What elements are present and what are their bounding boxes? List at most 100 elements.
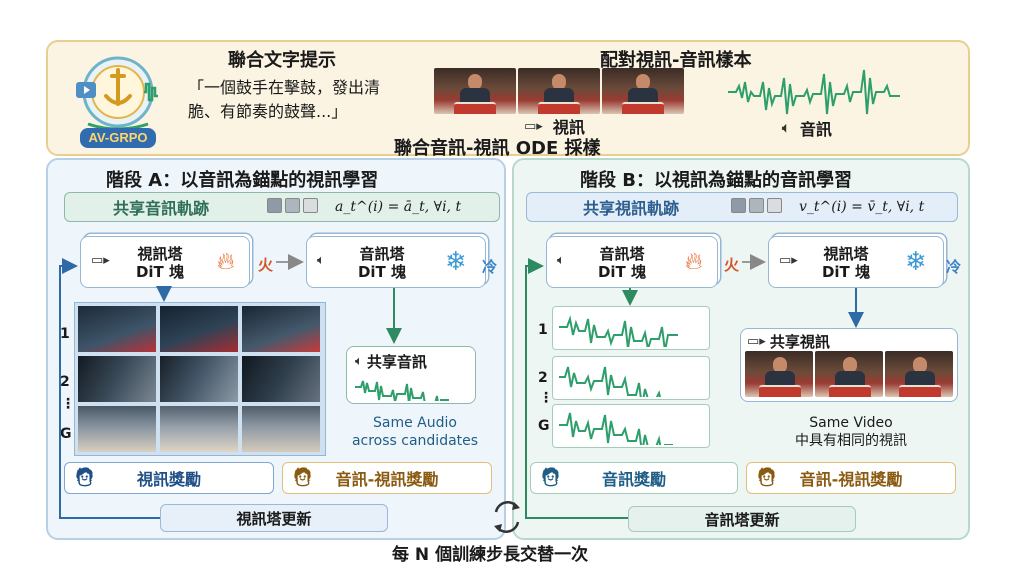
av-grpo-logo: AV-GRPO [58,48,178,152]
refresh-icon [494,501,520,533]
logo-text: AV-GRPO [88,130,148,145]
video-frame [885,351,953,397]
audio-candidate-g [552,404,710,456]
video-candidate-rows [78,306,324,454]
row-index: 1 [60,326,70,342]
shared-audio-box: 🔈︎ 共享音訊 [346,346,476,404]
video-tower-update-box: 視訊塔更新 [160,504,388,532]
video-frame [602,68,684,114]
video-clip [160,306,238,352]
video-clip [242,306,320,352]
video-icon: ▭▸ [747,334,766,349]
audio-tower-label: 音訊塔 DiT 塊 [597,245,647,281]
waveform-icon [728,69,900,115]
fire-icon: 🔥︎ [685,247,703,275]
av-reward-label: 音訊-視訊獎勵 [799,470,903,489]
shared-audio-trajectory: 共享音訊軌跡 a_t^(i) = ā_t, ∀i, t [64,192,500,222]
waveform-icon [355,380,449,401]
audio-icon: 🔈︎ [355,354,363,369]
video-icon: ▭▸ [779,253,798,268]
snowflake-icon: ❄ [445,247,467,277]
video-label-row: ▭▸ 視訊 [524,114,585,138]
stage-a-title: 階段 A：以音訊為錨點的視訊學習 [106,170,379,191]
audio-reward-label: 音訊獎勵 [601,470,666,489]
video-icon: ▭▸ [524,118,543,134]
stage-b-title: 階段 B：以視訊為錨點的音訊學習 [580,170,852,191]
cold-label: 冷 [946,258,962,276]
audio-tower-update-label: 音訊塔更新 [704,510,780,529]
video-label: 視訊 [552,118,585,137]
shared-video-strip [745,351,953,397]
av-reward-box: 🧑︎ 音訊-視訊獎勵 [282,462,492,494]
video-tower-label: 視訊塔 DiT 塊 [821,245,871,281]
av-reward-box: 🧑︎ 音訊-視訊獎勵 [746,462,956,494]
cold-label: 冷 [482,258,498,276]
audio-icon: 🔈︎ [782,120,790,136]
sample-video-strip [434,68,684,114]
audio-label-row: 🔈︎ 音訊 [782,116,832,140]
shared-video-header: ▭▸ 共享視訊 [747,331,830,352]
row-index: G [60,426,72,442]
video-clip [160,356,238,402]
person-icon: 🧑︎ [73,467,96,488]
person-icon: 🧑︎ [755,467,778,488]
av-reward-label: 音訊-視訊獎勵 [335,470,439,489]
traj-label: 共享視訊軌跡 [583,199,680,218]
audio-icon: 🔈︎ [557,253,565,268]
sampling-label: 聯合音訊-視訊 ODE 採樣 [394,138,601,159]
alternation-footer: 每 N 個訓練步長交替一次 [392,545,589,565]
latent-squares [731,197,785,217]
shared-video-label: 共享視訊 [769,333,830,351]
same-video-note: Same Video 中具有相同的視訊 [795,415,907,449]
snowflake-icon: ❄ [905,247,927,277]
prompt-line-2: 脆、有節奏的鼓聲...」 [188,102,348,121]
row-index: ⋮ [539,390,553,406]
video-icon: ▭▸ [91,253,110,268]
video-frame [815,351,883,397]
fire-label: 火 [258,256,274,274]
audio-tower-label: 音訊塔 DiT 塊 [357,245,407,281]
row-index: ⋮ [61,396,75,412]
video-frame [434,68,516,114]
video-tower-label: 視訊塔 DiT 塊 [135,245,185,281]
audio-candidate-1 [552,306,710,352]
video-clip [78,306,156,352]
logo-graphic [76,56,158,148]
fire-label: 火 [724,256,740,274]
video-clip [242,356,320,402]
video-update-loop-arrow [59,258,160,519]
audio-label: 音訊 [799,120,832,139]
prompt-title: 聯合文字提示 [228,50,336,71]
row-index: 2 [538,370,548,386]
person-icon: 🧑︎ [539,467,562,488]
video-tower-block: ▭▸ 視訊塔 DiT 塊 ❄ [768,236,944,288]
video-clip [78,356,156,402]
waveform-icon [559,315,678,352]
shared-video-trajectory: 共享視訊軌跡 v_t^(i) = v̄_t, ∀i, t [526,192,958,222]
latent-squares [267,197,321,217]
same-audio-note: Same Audio across candidates [351,415,479,449]
audio-icon: 🔈︎ [317,253,325,268]
video-clip [160,406,238,452]
sample-waveform [728,66,940,122]
audio-update-loop-arrow [525,258,628,519]
shared-video-box: ▭▸ 共享視訊 [740,328,958,402]
traj-formula: a_t^(i) = ā_t, ∀i, t [335,199,462,215]
audio-reward-box: 🧑︎ 音訊獎勵 [530,462,738,494]
row-index: G [538,418,550,434]
waveform-icon [559,366,674,408]
audio-tower-update-box: 音訊塔更新 [628,506,856,532]
shared-audio-label: 共享音訊 [366,353,427,371]
shared-audio-header: 🔈︎ 共享音訊 [355,351,427,372]
video-reward-label: 視訊獎勵 [136,470,201,489]
row-index: 1 [538,322,548,338]
audio-tower-block: 🔈︎ 音訊塔 DiT 塊 🔥︎ [546,236,718,288]
video-frame [518,68,600,114]
audio-candidate-2 [552,356,710,408]
audio-tower-block: 🔈︎ 音訊塔 DiT 塊 ❄ [306,236,486,288]
traj-formula: v_t^(i) = v̄_t, ∀i, t [799,199,925,215]
person-icon: 🧑︎ [291,467,314,488]
prompt-line-1: 「一個鼓手在擊鼓，發出清 [188,78,381,97]
video-clip [242,406,320,452]
